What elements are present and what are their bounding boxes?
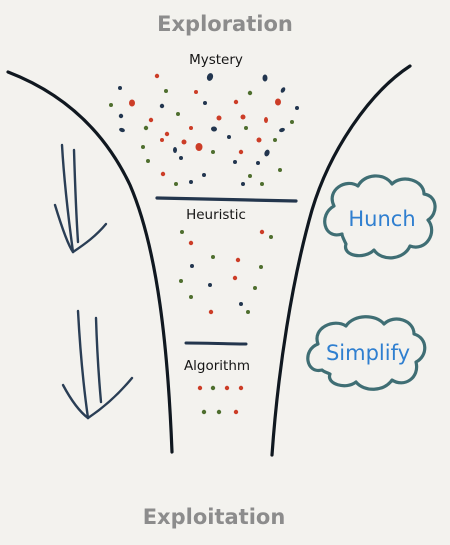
scatter-dot xyxy=(190,264,194,268)
down-arrow-icon xyxy=(61,309,134,420)
scatter-dot xyxy=(118,113,124,119)
scatter-dot xyxy=(201,409,207,415)
scatter-dot xyxy=(148,117,154,123)
scatter-dot xyxy=(259,229,265,235)
scatter-dot xyxy=(179,156,183,160)
scatter-dot xyxy=(256,137,262,143)
scatter-dot xyxy=(240,114,246,120)
scatter-dot xyxy=(238,385,244,391)
heuristic-dots xyxy=(179,229,273,315)
scatter-dot xyxy=(279,127,285,133)
scatter-dot xyxy=(211,255,215,259)
cloud-icon xyxy=(306,315,427,391)
scatter-dot xyxy=(188,240,194,246)
scatter-dot xyxy=(173,147,177,153)
heuristic-label: Heuristic xyxy=(186,207,246,223)
scatter-dot xyxy=(208,309,214,315)
scatter-dot xyxy=(295,106,299,110)
scatter-dot xyxy=(164,89,168,93)
scatter-dot xyxy=(146,159,150,163)
scatter-dot xyxy=(202,173,206,177)
scatter-dot xyxy=(211,150,215,154)
scatter-dot xyxy=(210,385,216,391)
scatter-dot xyxy=(238,149,244,155)
cloud-icon xyxy=(323,174,437,260)
scatter-dot xyxy=(211,126,217,132)
scatter-dot xyxy=(260,182,264,186)
scatter-dot xyxy=(216,115,222,121)
scatter-dot xyxy=(290,120,294,124)
simplify-label: Simplify xyxy=(326,341,410,365)
scatter-dot xyxy=(164,131,170,137)
scatter-dot xyxy=(244,126,248,130)
scatter-dot xyxy=(216,409,222,415)
scatter-dot xyxy=(206,73,214,81)
scatter-dot xyxy=(160,138,164,142)
scatter-dot xyxy=(224,385,230,391)
scatter-dot xyxy=(189,126,193,130)
scatter-dot xyxy=(259,265,263,269)
scatter-dot xyxy=(180,230,184,234)
mystery-dots xyxy=(109,73,299,186)
scatter-dot xyxy=(262,74,268,82)
scatter-dot xyxy=(208,283,212,287)
heuristic-divider xyxy=(155,196,298,203)
scatter-dot xyxy=(232,275,238,281)
scatter-dot xyxy=(275,98,281,106)
scatter-dot xyxy=(197,385,203,391)
algorithm-divider xyxy=(184,341,248,346)
scatter-dot xyxy=(241,182,245,186)
scatter-dot xyxy=(264,149,270,157)
scatter-dot xyxy=(179,279,183,283)
scatter-dot xyxy=(233,160,237,164)
scatter-dot xyxy=(227,135,231,139)
scatter-dot xyxy=(246,310,250,314)
funnel-left-wall xyxy=(6,70,174,454)
scatter-dot xyxy=(176,112,180,116)
mystery-label: Mystery xyxy=(189,52,243,68)
scatter-dot xyxy=(233,409,239,415)
algorithm-dots xyxy=(197,385,244,415)
scatter-dot xyxy=(273,138,277,142)
scatter-dot xyxy=(280,87,286,93)
scatter-dot xyxy=(195,143,203,151)
scatter-dot xyxy=(119,127,125,133)
scatter-dot xyxy=(129,99,135,107)
scatter-dot xyxy=(181,139,187,145)
scatter-dot xyxy=(189,180,193,184)
scatter-dot xyxy=(154,73,160,79)
scatter-dot xyxy=(118,86,122,90)
scatter-dot xyxy=(109,103,113,107)
exploration-label: Exploration xyxy=(157,12,293,36)
funnel-right-wall xyxy=(270,64,412,457)
scatter-dot xyxy=(203,101,207,105)
algorithm-label: Algorithm xyxy=(184,358,250,374)
scatter-dot xyxy=(233,99,239,105)
exploitation-label: Exploitation xyxy=(143,505,286,529)
scatter-dot xyxy=(194,90,198,94)
scatter-dot xyxy=(253,286,257,290)
scatter-dot xyxy=(239,302,243,306)
scatter-dot xyxy=(143,125,149,131)
scatter-dot xyxy=(256,161,260,165)
scatter-dot xyxy=(269,235,273,239)
scatter-dot xyxy=(160,171,166,177)
scatter-dot xyxy=(189,295,193,299)
scatter-dot xyxy=(235,257,241,263)
scatter-dot xyxy=(248,174,252,178)
scatter-dot xyxy=(264,117,268,123)
scatter-dot xyxy=(247,90,253,96)
scatter-dot xyxy=(141,145,145,149)
hunch-label: Hunch xyxy=(348,207,415,231)
scatter-dot xyxy=(174,182,178,186)
scatter-dot xyxy=(159,103,165,109)
scatter-dot xyxy=(278,168,282,172)
down-arrow-icon xyxy=(53,143,108,254)
